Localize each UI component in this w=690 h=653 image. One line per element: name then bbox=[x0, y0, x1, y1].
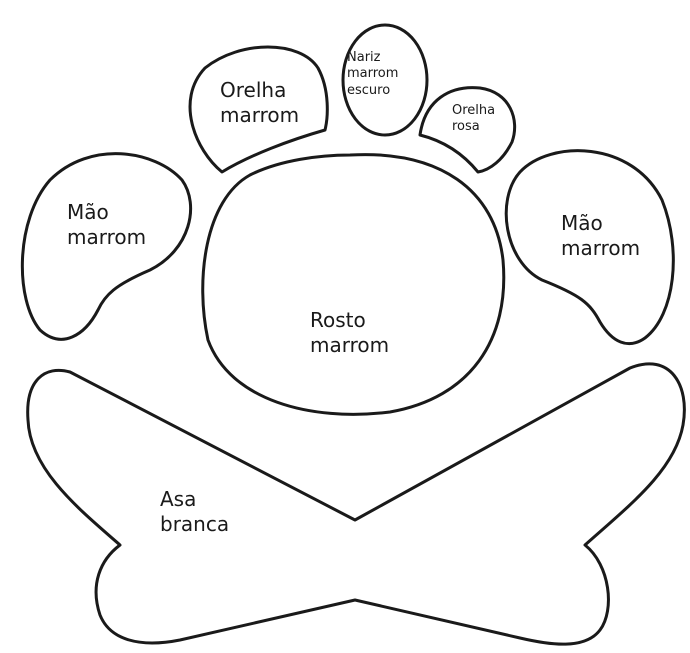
right-hand-label: Mão marrom bbox=[561, 211, 640, 261]
right-ear-label-line1: Orelha bbox=[452, 103, 496, 118]
face-label: Rosto marrom bbox=[310, 308, 389, 358]
left-ear-label-line2: marrom bbox=[220, 103, 300, 127]
face-shape bbox=[201, 153, 506, 416]
left-hand-label-line2: marrom bbox=[67, 225, 147, 249]
right-hand-shape bbox=[504, 149, 675, 345]
right-ear-label: Orelha rosa bbox=[452, 103, 495, 136]
face-label-line2: marrom bbox=[310, 333, 390, 357]
right-hand-label-line1: Mão bbox=[561, 211, 603, 235]
wings-label-line2: branca bbox=[160, 512, 230, 536]
nose-label-line3: escuro bbox=[347, 82, 391, 98]
nose-label: Nariz marrom escuro bbox=[347, 50, 398, 99]
nose-label-line1: Nariz bbox=[347, 50, 381, 65]
left-ear-shape bbox=[188, 45, 329, 174]
right-ear-label-line2: rosa bbox=[452, 119, 480, 135]
left-hand-label-line1: Mão bbox=[67, 200, 109, 224]
wings-label-line1: Asa bbox=[160, 487, 197, 511]
nose-label-line2: marrom bbox=[347, 66, 399, 82]
left-hand-shape bbox=[20, 152, 193, 341]
left-ear-label: Orelha marrom bbox=[220, 78, 299, 128]
nose-shape bbox=[341, 23, 429, 137]
left-ear-label-line1: Orelha bbox=[220, 78, 287, 102]
wings-label: Asa branca bbox=[160, 487, 229, 537]
right-ear-shape bbox=[418, 86, 517, 174]
left-hand-label: Mão marrom bbox=[67, 200, 146, 250]
face-label-line1: Rosto bbox=[310, 308, 366, 332]
wings-shape bbox=[26, 362, 686, 646]
right-hand-label-line2: marrom bbox=[561, 236, 641, 260]
